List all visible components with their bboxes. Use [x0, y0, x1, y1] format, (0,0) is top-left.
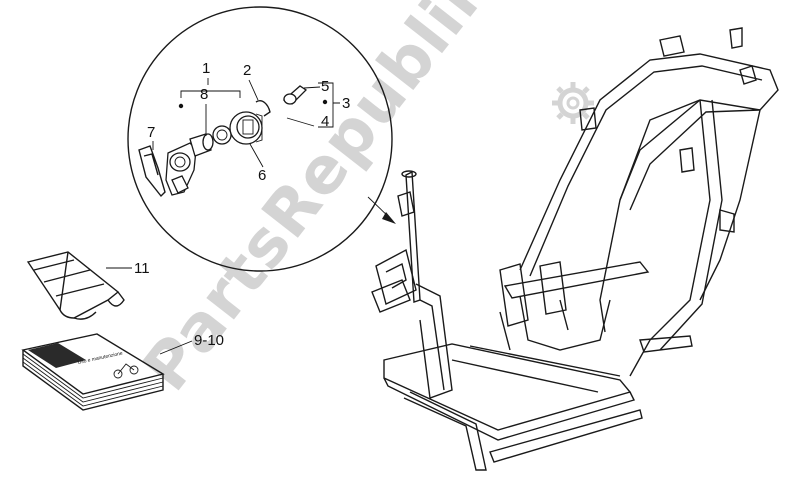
callout-9-10: 9-10 — [194, 332, 224, 349]
scooter-frame — [371, 27, 779, 471]
callout-7: 7 — [147, 124, 155, 141]
leader-5 — [303, 86, 321, 89]
manual-cover-title: Uso e manutenzione — [77, 351, 123, 366]
callout-4: 4 — [321, 113, 329, 130]
leader-9-10 — [159, 340, 193, 355]
leader-1-dot — [178, 103, 184, 109]
bracket-part — [138, 145, 166, 198]
callout-8: 8 — [200, 86, 208, 103]
leader-3 — [318, 82, 340, 128]
key-part — [282, 85, 315, 127]
leader-6 — [249, 143, 264, 168]
cap-part — [229, 111, 263, 145]
scooter-illustration — [113, 363, 139, 379]
leader-2 — [248, 79, 259, 101]
callout-11: 11 — [134, 260, 150, 277]
detail-circle — [127, 6, 393, 272]
lock-detail-group: 1 2 8 7 6 5 4 3 — [127, 6, 396, 272]
callout-5: 5 — [321, 78, 329, 95]
washer-part — [212, 125, 232, 145]
cylinder-part — [189, 133, 214, 157]
callout-6: 6 — [258, 167, 266, 184]
pouch-part: 11 — [26, 251, 150, 320]
leader-5-dot — [322, 99, 328, 105]
callout-1: 1 — [202, 60, 210, 77]
clip-part — [255, 100, 271, 117]
callout-3: 3 — [342, 95, 350, 112]
lock-housing-part — [165, 142, 197, 196]
callout-2: 2 — [243, 62, 251, 79]
detail-pointer-head — [382, 212, 396, 224]
leader-1 — [180, 78, 241, 98]
gear-icon — [552, 82, 594, 124]
